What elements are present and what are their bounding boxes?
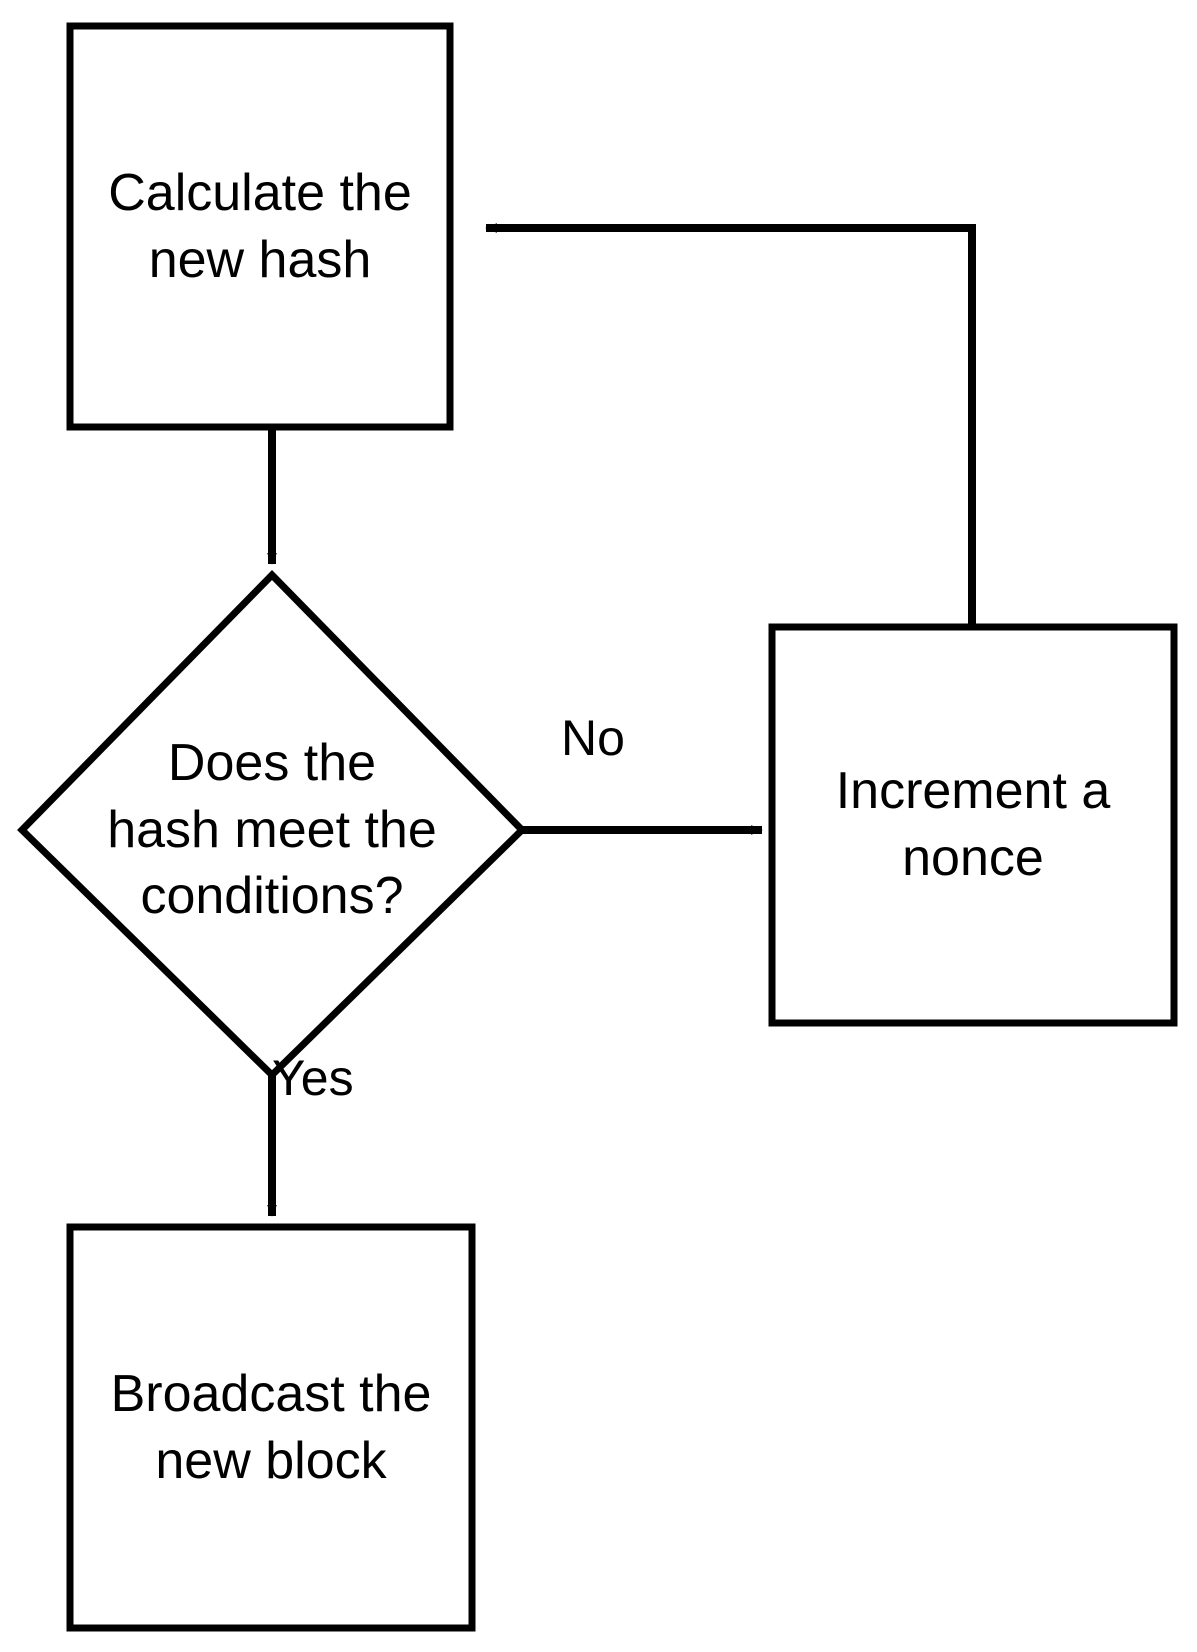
node-increment-nonce: [768, 623, 1178, 1027]
edge-increment-to-calculate: [485, 223, 976, 627]
node-decision: [17, 570, 527, 1080]
edge-label-no: No: [561, 710, 625, 766]
edge-label-yes: Yes: [272, 1050, 354, 1106]
node-broadcast-block: [66, 1223, 476, 1632]
node-calculate-hash: [66, 22, 454, 431]
